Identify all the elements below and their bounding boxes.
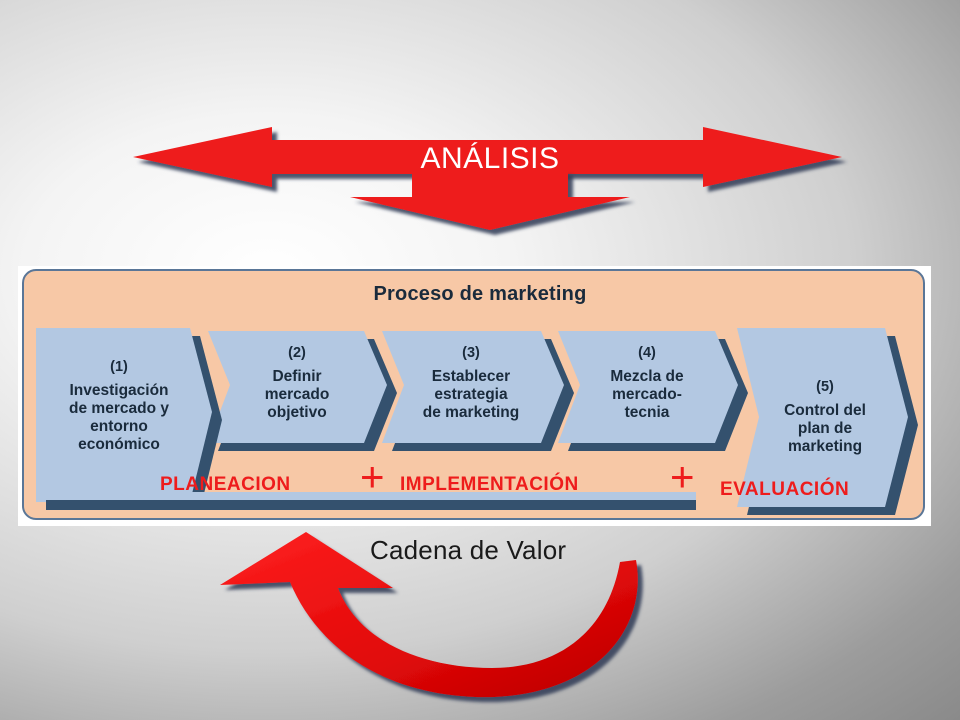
phase-implementation: IMPLEMENTACIÓN [400,474,579,495]
step-1-line: económico [78,436,160,453]
plus-sign-2: + [670,453,695,500]
step-4-text: (4) Mezcla de mercado- tecnia [572,344,722,422]
step-5-shape [737,328,918,515]
step-4-line: tecnia [624,404,670,421]
step-5-line: plan de [797,420,853,437]
down-arrow [350,170,630,230]
step-2-line: objetivo [267,404,327,421]
step-4-shape [558,331,748,451]
step-3-number: (3) [462,345,480,361]
panel-title: Proceso de marketing [373,283,587,305]
step-1-line: entorno [90,418,148,435]
step-3-shape [382,331,574,451]
phase-planning: PLANEACION [160,474,291,495]
step-4-line: mercado- [612,386,682,403]
value-chain-label: Cadena de Valor [370,535,567,565]
step-4-line: Mezcla de [610,368,684,385]
step-2-line: mercado [264,386,330,403]
step-4-number: (4) [638,345,656,361]
steps-base-bar [36,492,696,500]
step-5-line: Control del [784,402,866,419]
step-5-number: (5) [816,379,834,395]
step-5-text: (5) Control del plan de marketing [750,378,900,456]
step-1-line: Investigación [69,382,169,399]
step-3-line: Establecer [431,368,511,385]
step-1-text: (1) Investigación de mercado y entorno e… [40,358,198,454]
step-2-line: Definir [272,368,322,385]
step-2-shape [208,331,397,451]
step-3-line: estrategia [434,386,508,403]
plus-sign-1: + [360,453,385,500]
phase-evaluation: EVALUACIÓN [720,479,850,500]
analysis-label: ANÁLISIS [420,142,560,175]
step-3-line: de marketing [422,404,520,421]
step-3-text: (3) Establecer estrategia de marketing [396,344,546,422]
steps-shadow-bar [46,500,696,510]
curved-return-arrow [220,532,638,698]
step-1-number: (1) [110,359,128,375]
step-5-line: marketing [787,438,863,455]
step-1-shape [36,328,222,510]
step-1-line: de mercado y [69,400,169,417]
step-2-number: (2) [288,345,306,361]
step-2-text: (2) Definir mercado objetivo [222,344,372,422]
double-headed-arrow [133,127,842,187]
